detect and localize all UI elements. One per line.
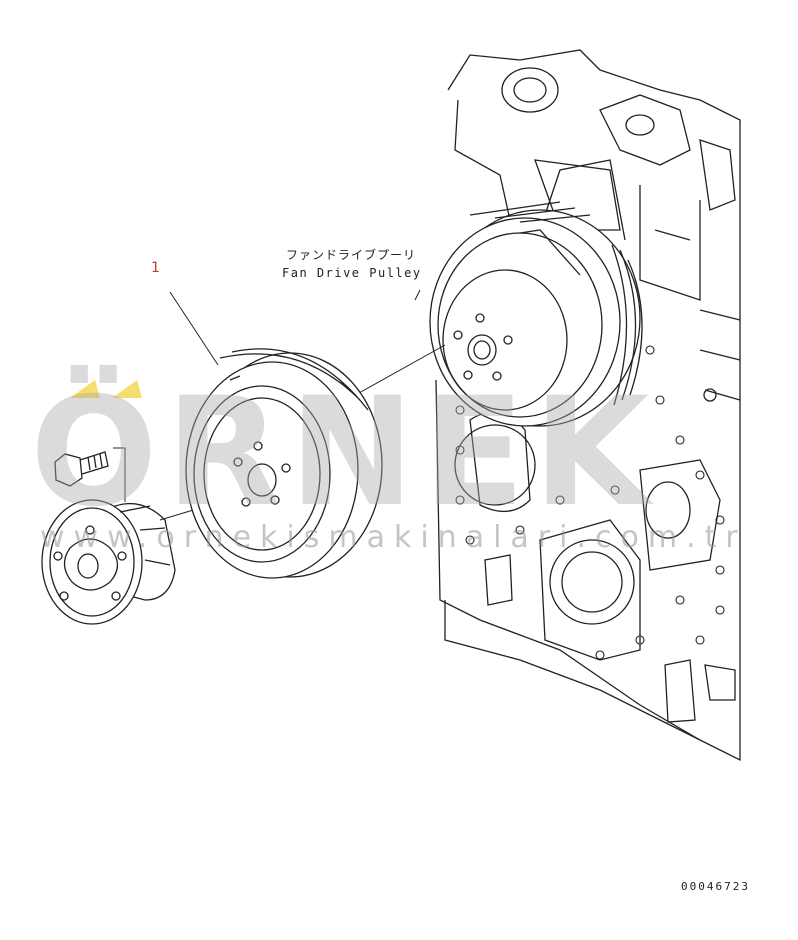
watermark-accent-icon: [70, 380, 142, 398]
label-japanese: ファンドライブプーリ: [286, 248, 417, 262]
damper-hub: [41, 499, 176, 625]
bolt: [54, 451, 109, 487]
label-english: Fan Drive Pulley: [282, 266, 422, 280]
leader-fan-pulley: [349, 289, 446, 399]
installed-fan-pulley: [429, 201, 643, 427]
leader-part-1: [169, 291, 219, 366]
exploded-pulley-part-1: [185, 348, 383, 579]
leader-bolt: [113, 447, 126, 502]
engine-block: [435, 49, 741, 762]
block-bolt-holes: [455, 345, 725, 660]
watermark-brand: ÖRNEK: [30, 366, 658, 540]
watermark-url: www.ornekismakinalari.com.tr: [40, 520, 747, 555]
callout-part-number: 1: [151, 260, 160, 276]
document-code: 00046723: [681, 880, 750, 893]
